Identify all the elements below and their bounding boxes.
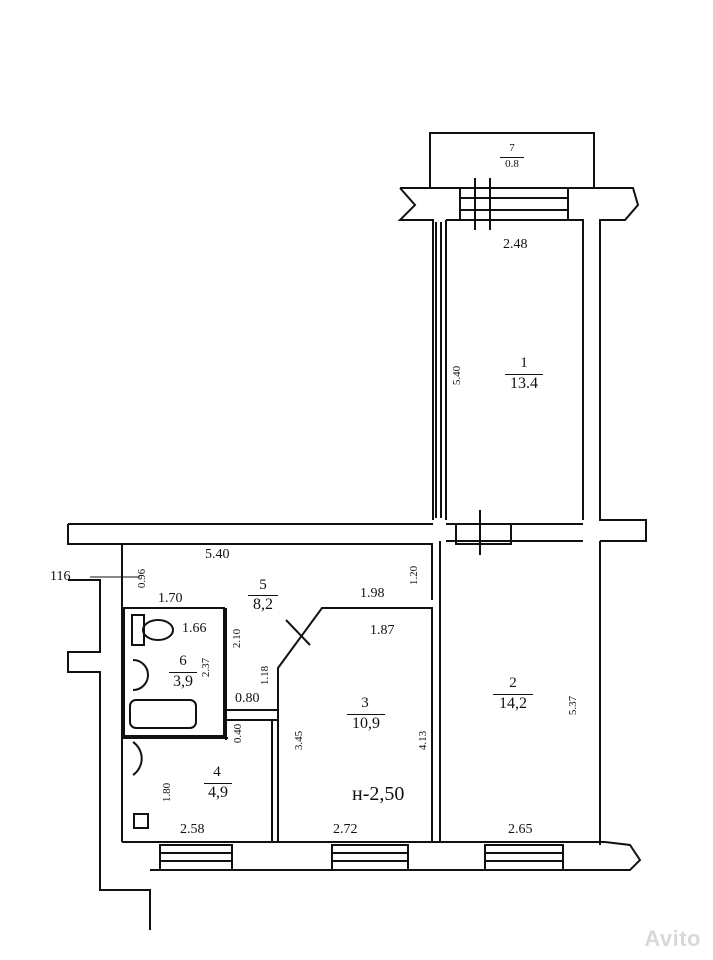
dim-room4-bottom: 2.58 xyxy=(180,822,205,837)
dim-hall-right-h: 1.20 xyxy=(408,565,421,586)
dim-pass-width: 0.80 xyxy=(235,691,260,706)
dim-hall-width: 5.40 xyxy=(205,547,230,562)
dim-top-room-width: 2.48 xyxy=(503,237,528,252)
room-6-area: 3,9 xyxy=(169,672,197,690)
room-3-number: 3 xyxy=(361,695,369,711)
room-2-number: 2 xyxy=(509,675,517,691)
watermark: Avito xyxy=(644,926,701,951)
dim-room4-height: 1.80 xyxy=(161,782,174,803)
dim-hall-left: 1.70 xyxy=(158,591,183,606)
room-5-area: 8,2 xyxy=(248,595,278,613)
dim-pass-h2: 1.18 xyxy=(259,665,272,686)
window-right xyxy=(484,844,564,871)
dim-room3-top: 1.87 xyxy=(370,623,395,638)
room-2-area: 14,2 xyxy=(493,694,533,712)
left-wall xyxy=(67,579,151,930)
dim-room2-bottom: 2.65 xyxy=(508,822,533,837)
room-7-area: 0.8 xyxy=(500,157,524,170)
dim-hall-right: 1.98 xyxy=(360,586,385,601)
window-left xyxy=(159,844,233,871)
room-5-number: 5 xyxy=(259,577,267,593)
room-6-number: 6 xyxy=(179,653,187,669)
dim-left-offset: 116 xyxy=(50,569,71,584)
dim-hall-side: 0.96 xyxy=(136,568,149,589)
room-1-number: 1 xyxy=(520,355,528,371)
dim-pass-h: 0.40 xyxy=(232,723,245,744)
room-4-area: 4,9 xyxy=(204,783,232,801)
bathroom xyxy=(123,607,225,737)
dim-bath-h1: 2.10 xyxy=(231,628,244,649)
dim-bath-width: 1.66 xyxy=(182,621,207,636)
dim-room3-bottom: 2.72 xyxy=(333,822,358,837)
ceiling-height: н-2,50 xyxy=(352,783,405,805)
dim-room2-height: 5.37 xyxy=(567,695,580,716)
dim-room3-right: 4.13 xyxy=(417,730,430,751)
room-1-area: 13.4 xyxy=(505,374,543,392)
dim-bath-h2: 2.37 xyxy=(200,657,213,678)
room-3-area: 10,9 xyxy=(347,714,385,732)
window-mid xyxy=(331,844,409,871)
main-wall xyxy=(67,523,583,545)
top-room-walls xyxy=(400,187,647,542)
dim-top-room-height: 5.40 xyxy=(451,365,464,386)
room-7-number: 7 xyxy=(509,142,515,154)
room3-walls xyxy=(277,607,433,842)
room-4-number: 4 xyxy=(213,764,221,780)
dim-room3-left: 3.45 xyxy=(293,730,306,751)
top-window xyxy=(459,187,569,221)
